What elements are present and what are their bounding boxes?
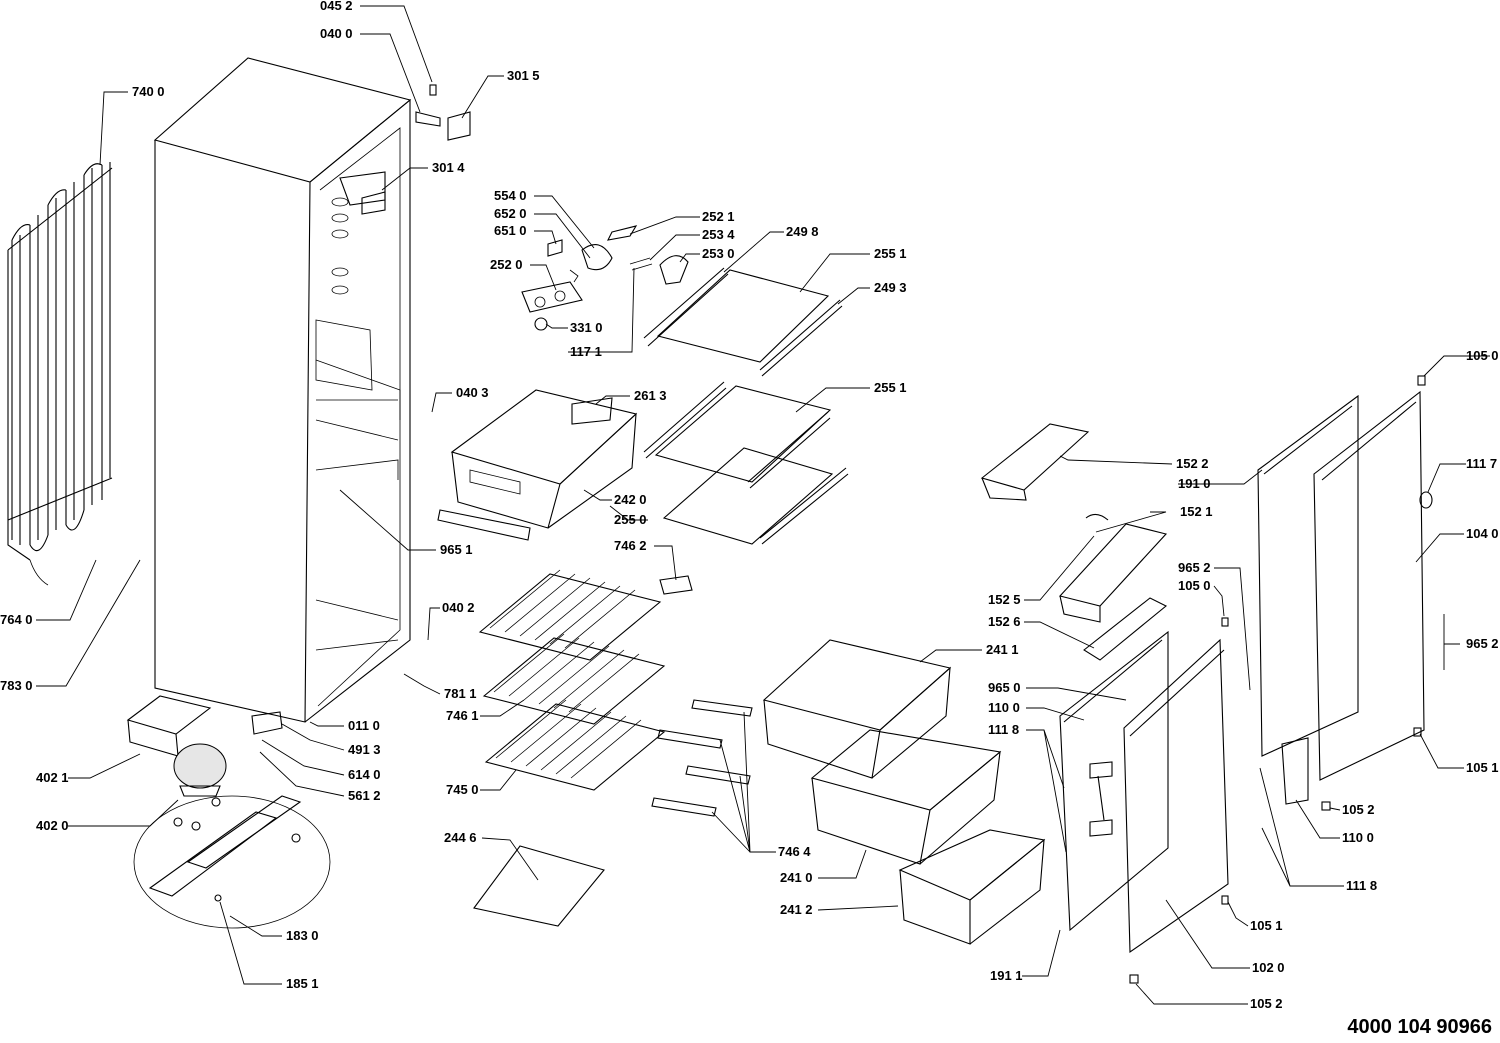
callout-1830: 183 0: [286, 928, 319, 943]
callout-1118-left: 111 8: [988, 722, 1019, 737]
callout-4021: 402 1: [36, 770, 69, 785]
callout-0400: 040 0: [320, 26, 353, 41]
callout-9651: 965 1: [440, 542, 473, 557]
callout-1020: 102 0: [1252, 960, 1285, 975]
callout-7811: 781 1: [444, 686, 477, 701]
cabinet-body: [153, 57, 412, 723]
callout-9652-left: 965 2: [1178, 560, 1211, 575]
callout-6510: 651 0: [494, 223, 527, 238]
callout-0402: 040 2: [442, 600, 475, 615]
drawer-rails: [651, 699, 753, 817]
callout-2411: 241 1: [986, 642, 1019, 657]
callout-2498: 249 8: [786, 224, 819, 239]
callout-2530: 253 0: [702, 246, 735, 261]
callout-2521: 252 1: [702, 209, 735, 224]
callout-6520: 652 0: [494, 206, 527, 221]
callout-7461: 746 1: [446, 708, 479, 723]
callout-1050-top: 105 0: [1466, 348, 1499, 363]
callout-2446: 244 6: [444, 830, 477, 845]
callout-3014: 301 4: [432, 160, 465, 175]
callout-1051-right: 105 1: [1466, 760, 1499, 775]
callout-9652-right: 965 2: [1466, 636, 1499, 651]
callout-7450: 745 0: [446, 782, 479, 797]
callout-2551-upper: 255 1: [874, 246, 907, 261]
callout-1525: 152 5: [988, 592, 1021, 607]
callout-1050-middle: 105 0: [1178, 578, 1211, 593]
callout-1100-upper-door: 110 0: [1342, 830, 1374, 845]
leader-lines: [36, 5, 1490, 1005]
glass-plate: [473, 845, 605, 927]
callout-2520: 252 0: [490, 257, 523, 272]
document-number: 4000 104 90966: [1347, 1016, 1492, 1038]
callout-5612: 561 2: [348, 788, 381, 803]
callout-1851: 185 1: [286, 976, 319, 991]
callout-7462: 746 2: [614, 538, 647, 553]
callout-7400: 740 0: [132, 84, 165, 99]
callout-1052-right: 105 2: [1342, 802, 1375, 817]
callout-4913: 491 3: [348, 742, 381, 757]
callout-2493: 249 3: [874, 280, 907, 295]
freezer-door: [1221, 375, 1433, 811]
callout-7640: 764 0: [0, 612, 33, 627]
callout-2613: 261 3: [634, 388, 667, 403]
wire-shelves: [478, 569, 693, 791]
callout-3310: 331 0: [570, 320, 603, 335]
callout-2534: 253 4: [702, 227, 735, 242]
freezer-drawers-lower: [762, 639, 1046, 945]
callout-7464: 746 4: [778, 844, 811, 859]
callout-6140: 614 0: [348, 767, 381, 782]
thermostat-assembly: [521, 225, 689, 331]
callout-1522: 152 2: [1176, 456, 1209, 471]
callout-4020: 402 0: [36, 818, 69, 833]
callout-labels: 045 2 040 0 301 5 740 0 301 4 554 0 652 …: [0, 0, 1499, 1011]
callout-0110: 011 0: [348, 718, 380, 733]
top-hinge-parts: [361, 84, 471, 215]
callout-1118-right: 111 8: [1346, 878, 1377, 893]
callout-1052-lower: 105 2: [1250, 996, 1283, 1011]
callout-1051-lower: 105 1: [1250, 918, 1283, 933]
freezer-drawer-upper: [437, 389, 638, 541]
condenser-coil: [7, 162, 113, 586]
callout-7830: 783 0: [0, 678, 33, 693]
fridge-door: [1059, 630, 1229, 984]
callout-1100-lower-door: 110 0: [988, 700, 1020, 715]
glass-shelves: [643, 267, 849, 545]
callout-1171: 117 1: [570, 344, 602, 359]
callout-2420: 242 0: [614, 492, 647, 507]
callout-1040: 104 0: [1466, 526, 1499, 541]
callout-3015: 301 5: [507, 68, 540, 83]
callout-9650: 965 0: [988, 680, 1021, 695]
door-bins: [980, 423, 1168, 661]
callout-1521: 152 1: [1180, 504, 1213, 519]
callout-0403: 040 3: [456, 385, 489, 400]
callout-2412: 241 2: [780, 902, 813, 917]
callout-1526: 152 6: [988, 614, 1021, 629]
compressor-and-base: [126, 695, 331, 929]
callout-5540: 554 0: [494, 188, 527, 203]
callout-1911: 191 1: [990, 968, 1023, 983]
callout-1117: 111 7: [1466, 456, 1497, 471]
callout-2550: 255 0: [614, 512, 647, 527]
callout-0452: 045 2: [320, 0, 353, 13]
callout-2410: 241 0: [780, 870, 813, 885]
callout-2551-lower: 255 1: [874, 380, 907, 395]
callout-1910: 191 0: [1178, 476, 1211, 491]
